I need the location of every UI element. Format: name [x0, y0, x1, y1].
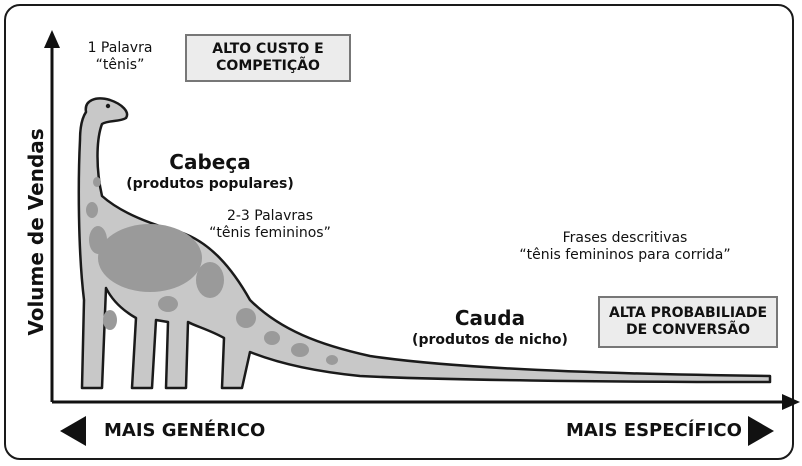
dinosaur-spots: [86, 177, 338, 365]
tail-label-title: Cauda: [454, 306, 526, 330]
left-arrow-icon: [60, 416, 86, 446]
head-label-subtitle: (produtos populares): [126, 176, 294, 192]
x-axis-arrow: [782, 394, 800, 410]
descriptive-phrases-note-line2: “tênis femininos para corrida”: [519, 246, 731, 263]
more-generic-label: MAIS GENÉRICO: [104, 420, 266, 441]
tail-label: Cauda (produtos de nicho): [395, 306, 585, 349]
high-cost-box-line2: COMPETIÇÃO: [216, 58, 320, 74]
more-specific-label: MAIS ESPECÍFICO: [566, 420, 742, 441]
conversion-box: ALTA PROBABILIADE DE CONVERSÃO: [598, 296, 778, 348]
head-label-title: Cabeça: [169, 150, 251, 174]
one-word-note-line2: “tênis”: [95, 56, 145, 73]
y-axis-label: Volume de Vendas: [24, 128, 48, 336]
high-cost-box: ALTO CUSTO E COMPETIÇÃO: [185, 34, 351, 82]
tail-label-subtitle: (produtos de nicho): [412, 332, 568, 348]
dinosaur-illustration: [77, 97, 772, 390]
high-cost-box-line1: ALTO CUSTO E: [212, 40, 324, 57]
right-arrow-icon: [748, 416, 774, 446]
conversion-box-line2: DE CONVERSÃO: [626, 322, 750, 338]
two-three-words-note-line1: 2-3 Palavras: [226, 208, 314, 224]
descriptive-phrases-note-line1: Frases descritivas: [562, 230, 688, 246]
two-three-words-note: 2-3 Palavras “tênis femininos”: [180, 208, 360, 242]
two-three-words-note-line2: “tênis femininos”: [209, 224, 331, 241]
conversion-box-line1: ALTA PROBABILIADE: [608, 304, 768, 321]
dinosaur-eye: [105, 103, 111, 109]
head-label: Cabeça (produtos populares): [105, 150, 315, 193]
one-word-note: 1 Palavra “tênis”: [70, 40, 170, 74]
descriptive-phrases-note: Frases descritivas “tênis femininos para…: [485, 230, 765, 264]
y-axis-arrow: [44, 30, 60, 48]
one-word-note-line1: 1 Palavra: [87, 40, 153, 56]
